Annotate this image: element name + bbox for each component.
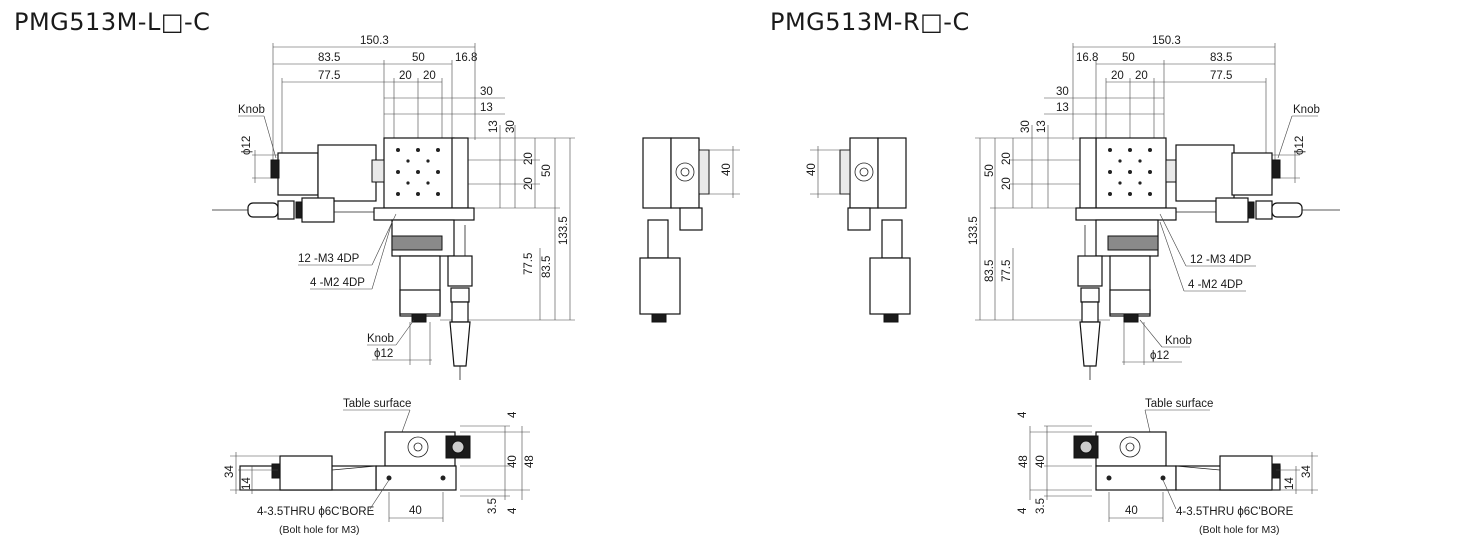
- dim-83-5-right: 83.5: [1210, 52, 1232, 64]
- dim-13-vert-left: 13: [488, 120, 500, 133]
- dim-40-front-left: 40: [507, 455, 519, 468]
- dim-20a-right: 20: [1111, 70, 1124, 82]
- dim-20d-right: 20: [1001, 177, 1013, 190]
- dim-4b-right: 4: [1017, 507, 1029, 514]
- right-front-view: Table surface 4 48 40 4 3.5 34 14 40 4-3…: [1017, 398, 1318, 536]
- left-side-view: 40: [639, 137, 740, 323]
- dim-16-8-left: 16.8: [455, 52, 477, 64]
- page-title-right: PMG513M-R□-C: [770, 8, 970, 36]
- motor-x-left: [317, 144, 377, 202]
- dim-30-right: 30: [1056, 86, 1069, 98]
- tapped-m3-label-right: 12 -M3 4DP: [1190, 254, 1252, 266]
- dim-4b-left: 4: [507, 507, 519, 514]
- dim-13-left: 13: [480, 102, 493, 114]
- dim-150-3-right: 150.3: [1152, 35, 1181, 47]
- dim-83-5-vert-left: 83.5: [541, 256, 553, 278]
- dim-20b-left: 20: [423, 70, 436, 82]
- dim-40-side-right: 40: [806, 163, 818, 176]
- dim-77-5-vert-left: 77.5: [523, 253, 535, 275]
- dim-83-5-left: 83.5: [318, 52, 340, 64]
- dim-20c-left: 20: [523, 152, 535, 165]
- knob-icon-right-x: [1271, 159, 1281, 179]
- dim-13-vert-right: 13: [1036, 120, 1048, 133]
- phi12-label-left-side: ϕ12: [241, 136, 253, 155]
- dim-4a-right: 4: [1017, 411, 1029, 418]
- dim-50-vert-right: 50: [984, 164, 996, 177]
- phi12-label-right-side: ϕ12: [1294, 136, 1306, 155]
- knob-label-right-bottom: Knob: [1165, 335, 1192, 347]
- left-front-view: Table surface 4 40 48 3.5 4 34 14 40 4-3…: [224, 398, 536, 536]
- tapped-m3-label-left: 12 -M3 4DP: [298, 253, 360, 265]
- left-top-view: 150.3 83.5 50 16.8 77.5 20 20 30 13 13 3…: [212, 35, 575, 380]
- phi12-label-left-bottom: ϕ12: [374, 348, 393, 360]
- dim-77-5-left: 77.5: [318, 70, 340, 82]
- table-surface-label-right: Table surface: [1145, 398, 1213, 410]
- knob-icon-left-x: [270, 159, 280, 179]
- dim-150-3-left: 150.3: [360, 35, 389, 47]
- dim-40-side-left: 40: [721, 163, 733, 176]
- dim-83-5-vert-right: 83.5: [984, 260, 996, 282]
- bolt-holes-label-left: 4-3.5THRU ϕ6C'BORE: [257, 506, 375, 518]
- dim-40-front-right: 40: [1035, 455, 1047, 468]
- knob-icon-right-y: [1123, 313, 1139, 323]
- dim-14-left: 14: [241, 477, 253, 490]
- dim-50-right: 50: [1122, 52, 1135, 64]
- dim-20c-right: 20: [1001, 152, 1013, 165]
- dim-40-bottom-left: 40: [409, 505, 422, 517]
- dim-20d-left: 20: [523, 177, 535, 190]
- dim-3-5-right: 3.5: [1035, 498, 1047, 514]
- dim-48-right: 48: [1018, 455, 1030, 468]
- dim-14-right: 14: [1284, 477, 1296, 490]
- table-surface-label-left: Table surface: [343, 398, 411, 410]
- dim-16-8-right: 16.8: [1076, 52, 1098, 64]
- tapped-m2-label-left: 4 -M2 4DP: [310, 277, 365, 289]
- dim-3-5-left: 3.5: [487, 498, 499, 514]
- dim-77-5-vert-right: 77.5: [1001, 260, 1013, 282]
- phi12-label-right-bottom: ϕ12: [1150, 350, 1169, 362]
- dim-50-vert-left: 50: [541, 164, 553, 177]
- knob-label-left-side: Knob: [238, 104, 265, 116]
- dim-48-left: 48: [524, 455, 536, 468]
- dim-30-left: 30: [480, 86, 493, 98]
- dim-20b-right: 20: [1135, 70, 1148, 82]
- dim-77-5-right: 77.5: [1210, 70, 1232, 82]
- bolt-note-right: (Bolt hole for M3): [1199, 524, 1280, 536]
- bolt-note-left: (Bolt hole for M3): [279, 524, 360, 536]
- motor-x-right: [1175, 144, 1235, 202]
- page-title-left: PMG513M-L□-C: [14, 8, 211, 36]
- dim-50-left: 50: [412, 52, 425, 64]
- dim-133-5-left: 133.5: [558, 216, 570, 245]
- bolt-holes-label-right: 4-3.5THRU ϕ6C'BORE: [1176, 506, 1294, 518]
- knob-label-left-bottom: Knob: [367, 333, 394, 345]
- right-top-view: 150.3 16.8 50 83.5 20 20 77.5 30 13 13 3…: [968, 35, 1340, 380]
- right-side-view: 40: [806, 137, 911, 323]
- dim-133-5-right: 133.5: [968, 216, 980, 245]
- dim-13-right: 13: [1056, 102, 1069, 114]
- dim-34-right: 34: [1301, 465, 1313, 478]
- dim-40-bottom-right: 40: [1125, 505, 1138, 517]
- dim-34-left: 34: [224, 465, 236, 478]
- dim-30-vert-right: 30: [1020, 120, 1032, 133]
- dim-4a-left: 4: [507, 411, 519, 418]
- dim-20a-left: 20: [399, 70, 412, 82]
- dim-30-vert-left: 30: [505, 120, 517, 133]
- knob-label-right-side: Knob: [1293, 104, 1320, 116]
- knob-icon-left-y: [411, 313, 427, 323]
- tapped-m2-label-right: 4 -M2 4DP: [1188, 279, 1243, 291]
